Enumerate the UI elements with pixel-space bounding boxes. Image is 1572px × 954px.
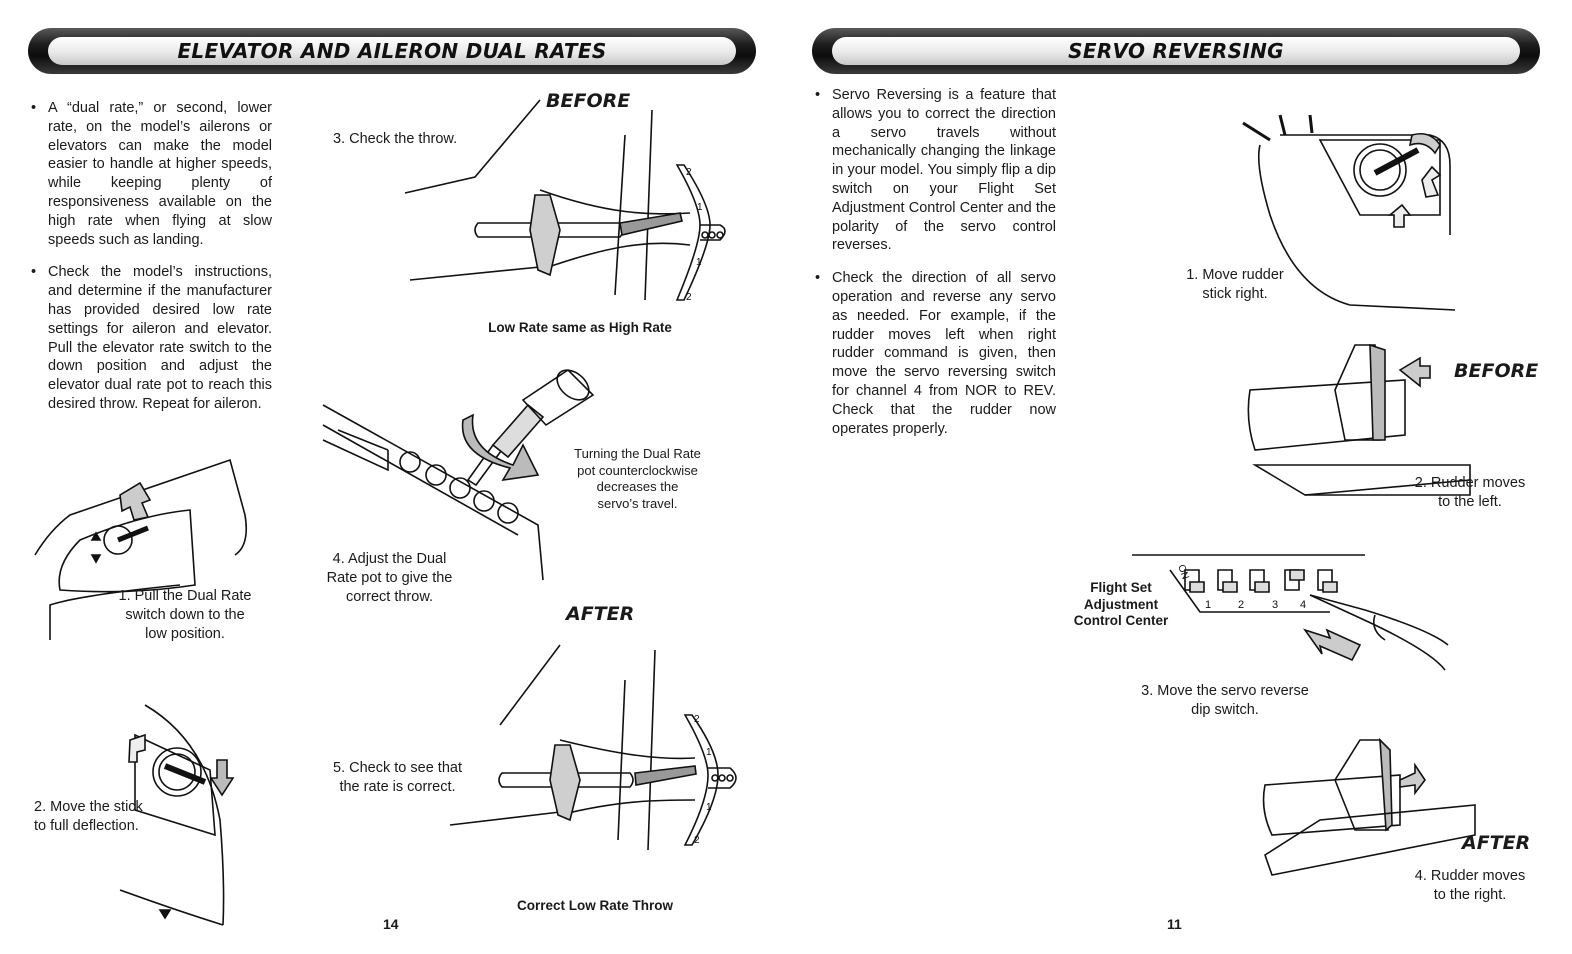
- right-step2-line-1: 2. Rudder moves: [1414, 475, 1526, 491]
- right-step1-line-2: stick right.: [1202, 285, 1268, 302]
- transmitter-stick-illustration: [105, 700, 250, 930]
- left-title-bar: ELEVATOR AND AILERON DUAL RATES: [28, 28, 756, 74]
- right-step4-line-1: 4. Rudder moves: [1414, 868, 1526, 884]
- right-step1-line-1: 1. Move rudder: [1186, 267, 1284, 283]
- right-step4-caption: 4. Rudder moves to the right.: [1400, 867, 1540, 905]
- step2-line-1: 2. Move the stick: [34, 799, 143, 815]
- low-rate-caption: Low Rate same as High Rate: [488, 320, 672, 335]
- scale-mark-bottom-1: 1: [696, 257, 702, 268]
- dual-rate-pot-illustration: [318, 365, 558, 580]
- after-scale-mark-top-2: 2: [694, 714, 700, 725]
- dip-number-3: 3: [1272, 599, 1278, 611]
- right-step3-line-2: dip switch.: [1191, 701, 1259, 718]
- dual-rate-switch-illustration: [30, 455, 260, 640]
- after-scale-mark-bottom-1: 1: [706, 802, 712, 813]
- transmitter-rudder-stick-illustration: [1240, 105, 1460, 315]
- turning-caption-line-3: decreases the: [596, 479, 679, 494]
- right-step2-line-2: to the left.: [1438, 493, 1502, 510]
- step1-caption: 1. Pull the Dual Rate switch down to the…: [105, 587, 265, 643]
- turning-caption-line-4: servo’s travel.: [597, 495, 678, 511]
- step4-line-3: correct throw.: [345, 588, 434, 605]
- right-bullet-2: Check the direction of all servo operati…: [815, 269, 1056, 438]
- right-bullet-1: Servo Reversing is a feature that allows…: [815, 86, 1056, 255]
- step1-line-2: switch down to the: [125, 606, 245, 623]
- flight-set-line-2: Adjustment: [1083, 596, 1159, 612]
- right-step3-caption: 3. Move the servo reverse dip switch.: [1125, 682, 1325, 720]
- step4-line-1: 4. Adjust the Dual: [332, 551, 447, 567]
- step5-line-2: the rate is correct.: [339, 778, 456, 795]
- step4-line-2: Rate pot to give the: [326, 569, 453, 586]
- dip-number-1: 1: [1205, 599, 1211, 611]
- step2-line-2: to full deflection.: [34, 817, 139, 834]
- flight-set-line-3: Control Center: [1073, 613, 1169, 628]
- after-label-left: AFTER: [566, 603, 635, 625]
- dip-number-4: 4: [1300, 599, 1306, 611]
- right-step2-caption: 2. Rudder moves to the left.: [1400, 474, 1540, 512]
- step1-line-1: 1. Pull the Dual Rate: [118, 588, 252, 604]
- right-bullets: Servo Reversing is a feature that allows…: [815, 86, 1056, 452]
- right-step3-line-1: 3. Move the servo reverse: [1141, 683, 1309, 699]
- after-control-surface-illustration: 2 1 1 2: [430, 640, 750, 860]
- left-page-title: ELEVATOR AND AILERON DUAL RATES: [177, 39, 607, 63]
- scale-mark-top-2: 2: [686, 167, 692, 178]
- step4-caption: 4. Adjust the Dual Rate pot to give the …: [312, 550, 467, 606]
- before-label-left: BEFORE: [546, 90, 631, 112]
- right-page-number: 11: [1167, 916, 1182, 932]
- turning-caption-line-1: Turning the Dual Rate: [574, 446, 701, 461]
- tail-after-illustration: [1260, 735, 1480, 875]
- step5-caption: 5. Check to see that the rate is correct…: [320, 759, 475, 797]
- right-page-title: SERVO REVERSING: [1068, 39, 1284, 63]
- left-page-number: 14: [383, 916, 399, 932]
- dip-number-2: 2: [1238, 599, 1244, 611]
- after-label-right: AFTER: [1462, 832, 1531, 854]
- after-scale-mark-top-1: 1: [706, 747, 712, 758]
- right-step4-line-2: to the right.: [1433, 886, 1507, 903]
- left-bullet-1: A “dual rate,” or second, lower rate, on…: [31, 99, 272, 249]
- step5-line-1: 5. Check to see that: [333, 760, 462, 776]
- scale-mark-bottom-2: 2: [686, 292, 692, 303]
- right-title-bar: SERVO REVERSING: [812, 28, 1540, 74]
- left-bullet-2: Check the model’s instructions, and dete…: [31, 263, 272, 413]
- scale-mark-top-1: 1: [697, 202, 703, 213]
- step1-line-3: low position.: [145, 625, 225, 642]
- after-scale-mark-bottom-2: 2: [694, 835, 700, 846]
- turning-caption: Turning the Dual Rate pot counterclockwi…: [560, 446, 715, 512]
- tail-before-illustration: [1245, 340, 1475, 500]
- step3-caption: 3. Check the throw.: [333, 131, 458, 147]
- dip-switch-illustration: ON 1 2 3 4: [1130, 550, 1450, 685]
- correct-low-rate-caption: Correct Low Rate Throw: [516, 898, 673, 913]
- flight-set-line-1: Flight Set: [1090, 580, 1152, 595]
- dip-on-label: ON: [1175, 563, 1190, 581]
- before-control-surface-illustration: 2 1 1 2: [400, 95, 745, 303]
- left-bullets: A “dual rate,” or second, lower rate, on…: [31, 99, 272, 428]
- before-label-right: BEFORE: [1454, 360, 1539, 382]
- flight-set-label: Flight Set Adjustment Control Center: [1066, 580, 1176, 630]
- right-step1-caption: 1. Move rudder stick right.: [1175, 266, 1295, 304]
- step2-caption: 2. Move the stick to full deflection.: [34, 798, 156, 836]
- turning-caption-line-2: pot counterclockwise: [577, 462, 698, 478]
